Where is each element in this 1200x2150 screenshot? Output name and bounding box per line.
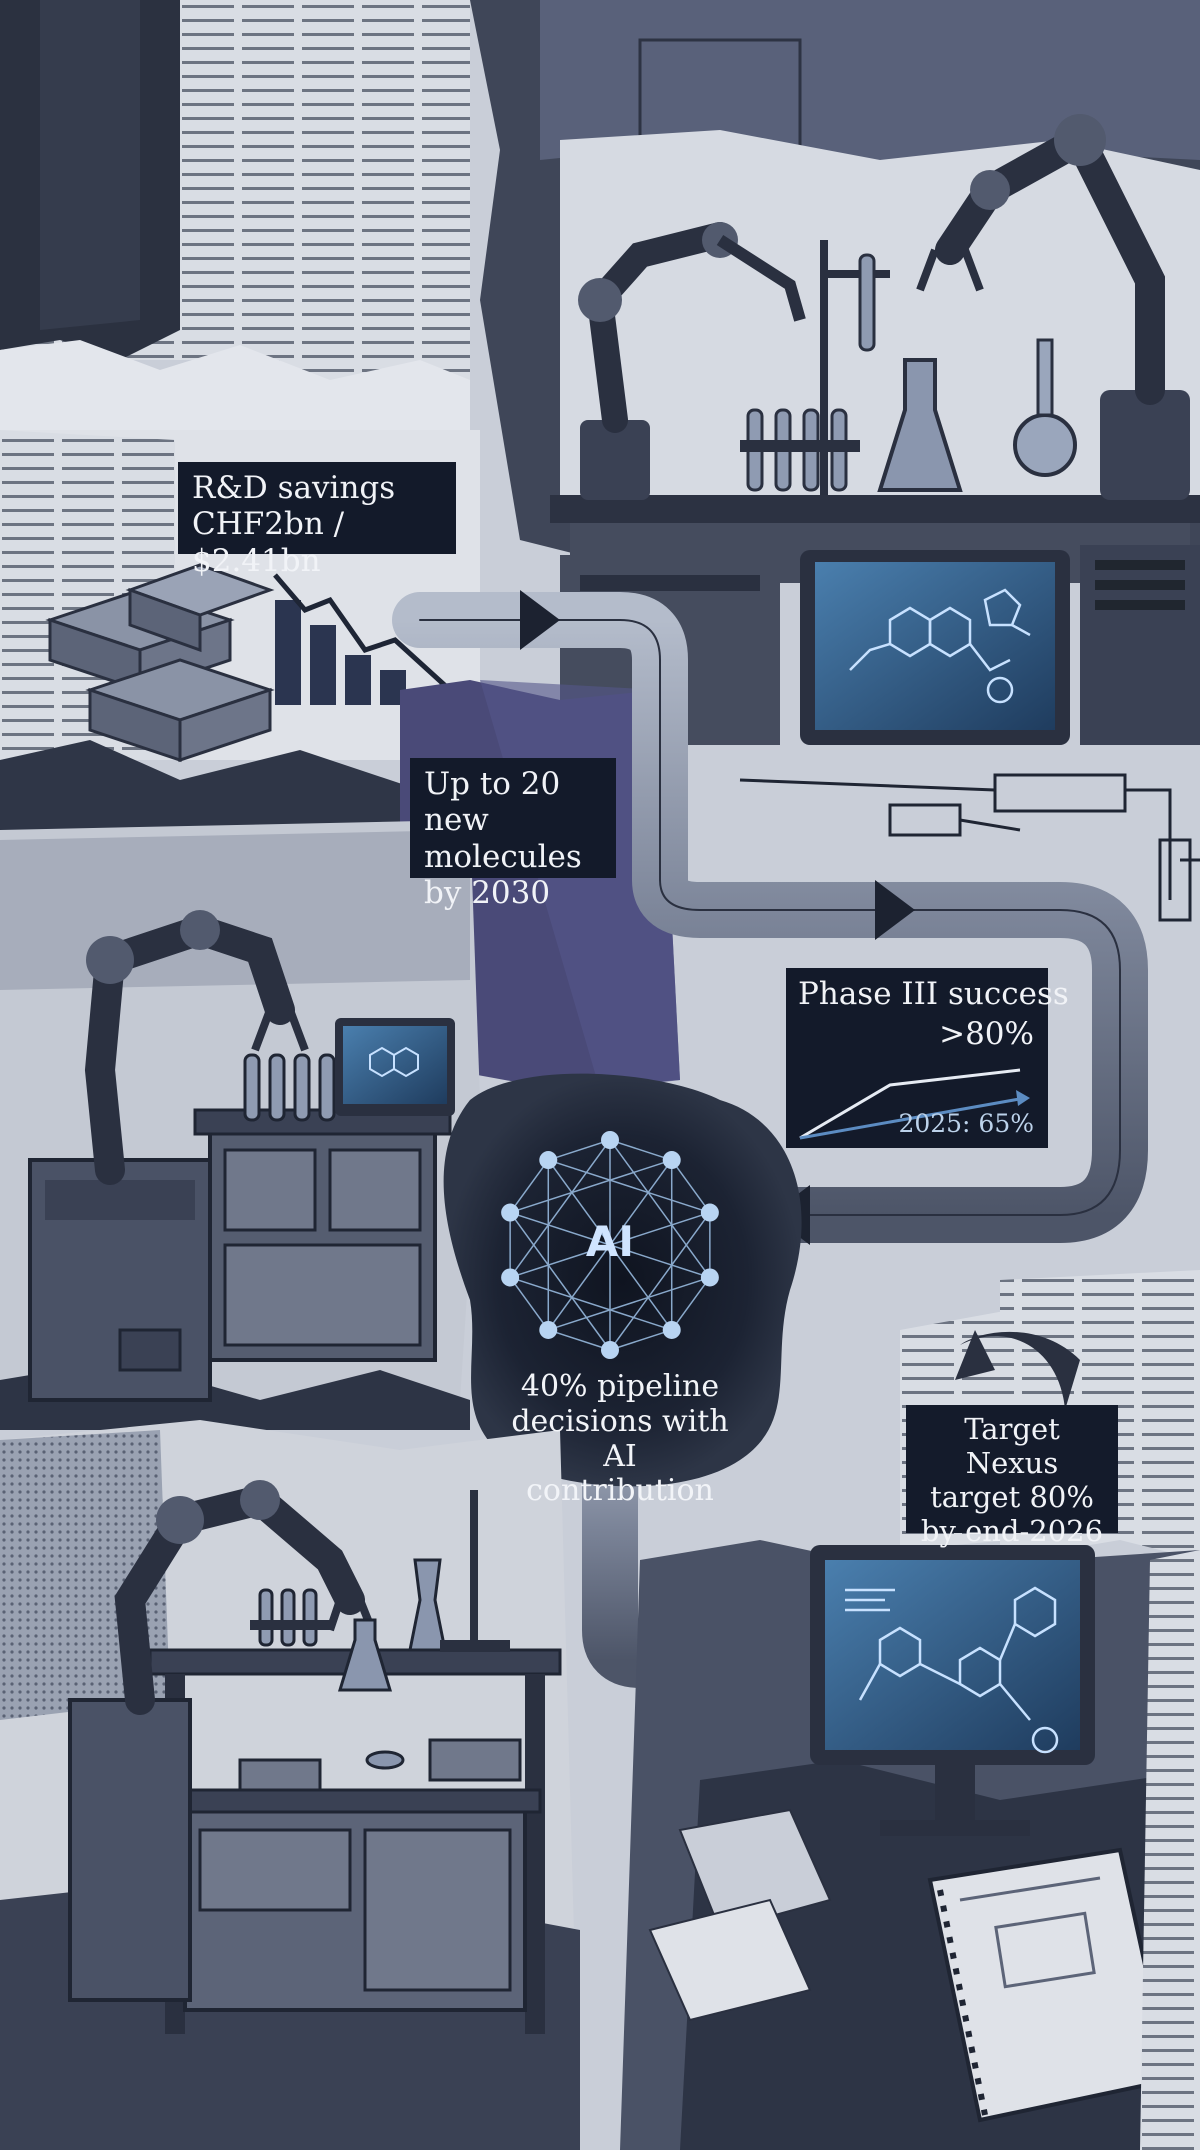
circuit-lines [739,773,1200,922]
ai-network-edge [509,1139,611,1278]
rd-savings-line1: R&D savings [192,470,396,506]
lab-top-right [470,0,1200,745]
newsprint-right-edge [1140,1550,1200,2150]
ai-network-node [501,1268,520,1287]
ai-network-edge [609,1329,672,1351]
ai-line1: 40% pipeline [520,1369,720,1404]
ai-network-edge [509,1276,672,1331]
rd-savings-line2: CHF2bn / $2.41bn [192,506,345,579]
ai-network-edge [609,1212,711,1351]
ai-line2: decisions with AI [511,1403,729,1474]
target-nexus-label: Target Nexus target 80% by end-2026 [906,1405,1118,1548]
newsprint-top-left [0,0,470,430]
ai-node-label: AI [585,1217,635,1266]
ai-network-icon [443,1073,802,1487]
phase3-success-label: Phase III success >80% 2025: 65% [786,968,1069,1148]
ai-network-node [601,1131,619,1149]
money-stack-icon [45,563,275,763]
phase3-title: Phase III success [798,976,1069,1012]
ai-line3: contribution [526,1473,714,1509]
lab-bottom-left [0,1420,580,2150]
ai-network-node [662,1320,681,1339]
ai-network-node [601,1341,619,1359]
rd-savings-label: R&D savings CHF2bn / $2.41bn [178,462,456,579]
molecules-line2: molecules [424,838,582,875]
ai-contribution-label: 40% pipeline decisions with AI contribut… [495,1369,745,1509]
phase3-box-bg [786,968,1048,1148]
ai-network-node [662,1151,681,1170]
nexus-line3: by end-2026 [920,1513,1104,1548]
molecule-screen-icon [849,588,1031,704]
ai-network-edge [548,1139,611,1161]
ai-network-node [700,1203,719,1222]
ai-network-edge [547,1159,673,1331]
new-molecules-label: Up to 20 new molecules by 2030 [410,758,616,911]
phase3-target: >80% [939,1016,1034,1052]
nexus-line1: Target Nexus [964,1412,1060,1480]
ai-network-edge [671,1277,711,1331]
molecules-line1: Up to 20 new [424,766,561,839]
curved-arrow-icon [960,1331,1080,1410]
ai-network-edge [509,1159,549,1213]
ai-network-node [700,1268,719,1287]
ai-network-edge [609,1139,711,1278]
ai-network-edge [548,1276,711,1331]
lab-middle-left [0,820,480,1430]
ai-network-node [539,1320,558,1339]
robot-arm-icon [84,914,295,1185]
nexus-line2: target 80% [930,1479,1094,1514]
molecules-line3: by 2030 [424,874,551,911]
phase3-baseline: 2025: 65% [898,1108,1034,1138]
ai-network-node [539,1151,558,1170]
ai-network-edge [509,1159,672,1214]
ai-network-node [501,1203,520,1222]
ai-network-edge [548,1159,711,1214]
monitor-bottom-right [620,1540,1200,2150]
ai-network-edge [609,1139,672,1161]
ai-network-edge [509,1212,611,1351]
ai-network-edge [509,1277,549,1331]
notebook-icon [927,1847,1173,2123]
ai-network-edge [671,1159,711,1213]
ai-network-edge [548,1329,611,1351]
